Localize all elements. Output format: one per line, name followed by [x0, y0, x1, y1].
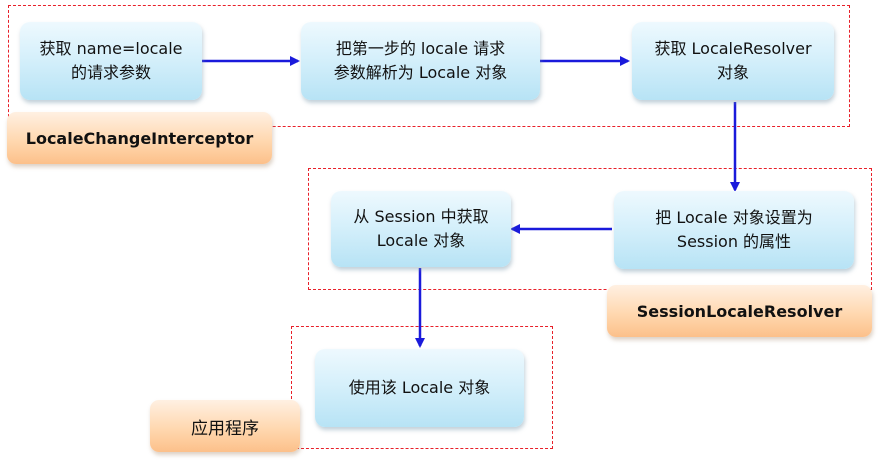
get-locale-resolver-box: 获取 LocaleResolver 对象 [632, 22, 834, 100]
box-text-line: 把第一步的 locale 请求 [335, 39, 506, 58]
session-resolver-group-label: SessionLocaleResolver [607, 285, 872, 337]
box-text-line: 的请求参数 [70, 63, 151, 82]
parse-locale-box: 把第一步的 locale 请求 参数解析为 Locale 对象 [301, 22, 540, 100]
box-text-line: 参数解析为 Locale 对象 [333, 63, 508, 82]
box-text-line: 使用该 Locale 对象 [348, 378, 491, 397]
get-from-session-box: 从 Session 中获取 Locale 对象 [331, 191, 511, 267]
box-text-line: 获取 name=locale [39, 39, 183, 58]
get-locale-param-box: 获取 name=locale 的请求参数 [20, 22, 202, 100]
session-resolver-group [308, 168, 872, 290]
box-text-line: 把 Locale 对象设置为 [655, 208, 813, 227]
box-text-line: Locale 对象 [376, 231, 466, 250]
use-locale-box: 使用该 Locale 对象 [315, 349, 524, 427]
box-text-line: 对象 [716, 63, 749, 82]
box-text-line: Session 的属性 [676, 232, 792, 251]
interceptor-group [8, 5, 850, 127]
set-session-attribute-box: 把 Locale 对象设置为 Session 的属性 [614, 191, 854, 269]
application-group [291, 326, 553, 449]
box-text-line: 从 Session 中获取 [353, 207, 489, 226]
box-text-line: 获取 LocaleResolver [654, 39, 812, 58]
application-group-label: 应用程序 [150, 400, 300, 452]
interceptor-group-label: LocaleChangeInterceptor [7, 112, 272, 164]
